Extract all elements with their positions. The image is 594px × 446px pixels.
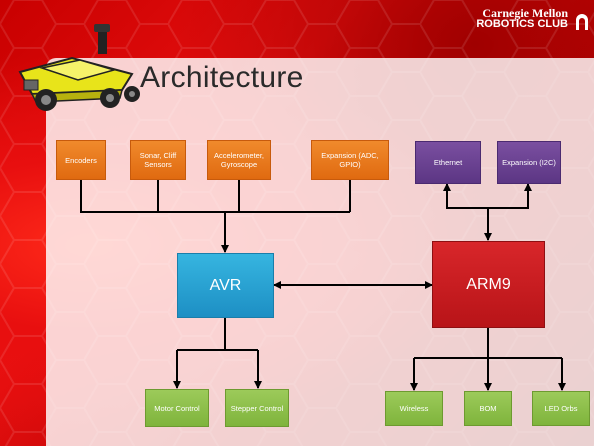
club-emblem-icon xyxy=(576,14,588,30)
led-orbs-box: LED Orbs xyxy=(532,391,590,426)
expansion-adc-gpio-box: Expansion (ADC, GPIO) xyxy=(311,140,389,180)
cmu-robotics-club-logo: Carnegie Mellon ROBOTICS CLUB xyxy=(476,6,590,30)
motor-control-box: Motor Control xyxy=(145,389,209,427)
page-title: Architecture xyxy=(140,61,304,94)
wireless-box: Wireless xyxy=(385,391,443,426)
arm9-box: ARM9 xyxy=(432,241,545,328)
encoders-box: Encoders xyxy=(56,140,106,180)
expansion-i2c-box: Expansion (I2C) xyxy=(497,141,561,184)
sonar-cliff-sensors-box: Sonar, Cliff Sensors xyxy=(130,140,186,180)
ethernet-box: Ethernet xyxy=(415,141,481,184)
logo-line-1: Carnegie Mellon xyxy=(482,6,568,20)
stepper-control-box: Stepper Control xyxy=(225,389,289,427)
avr-box: AVR xyxy=(177,253,274,318)
robot-icon xyxy=(18,24,140,111)
accelerometer-gyroscope-box: Accelerometer, Gyroscope xyxy=(207,140,271,180)
bom-box: BOM xyxy=(464,391,512,426)
logo-line-2: ROBOTICS CLUB xyxy=(476,18,568,30)
